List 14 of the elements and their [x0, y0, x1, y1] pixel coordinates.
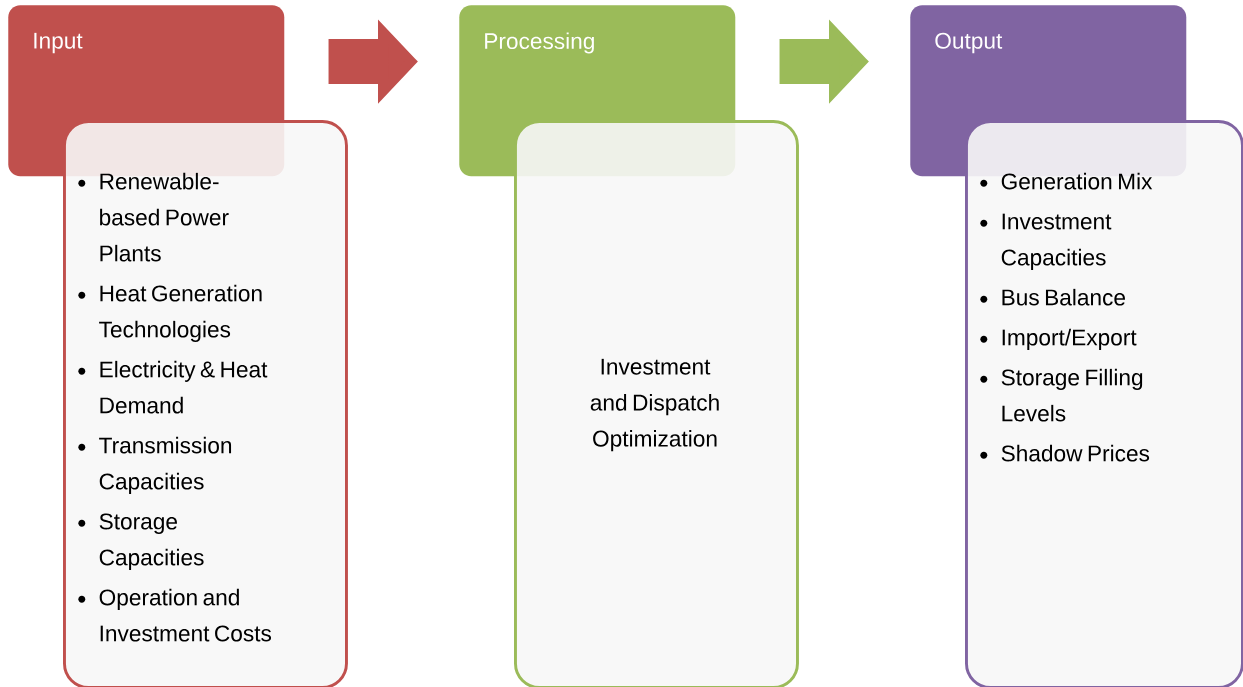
list-item: Shadow Prices — [980, 444, 1150, 462]
list-item: Import/Export — [980, 328, 1137, 350]
list-item: Electricity & Heat Demand — [78, 360, 268, 414]
list-item: Operation and Investment Costs — [78, 588, 272, 642]
list-item: Storage Capacities — [78, 513, 204, 570]
list-item: Heat Generation Technologies — [78, 284, 262, 342]
content-box — [63, 120, 348, 687]
list-item: Bus Balance — [980, 288, 1125, 306]
list-item: Transmission Capacities — [78, 436, 232, 494]
content-box — [965, 120, 1243, 687]
box-text: Investment and Dispatch Optimization — [590, 358, 719, 452]
list-item: Investment Capacities — [980, 213, 1112, 270]
content-box — [514, 120, 799, 687]
list-item: Storage Filling Levels — [980, 368, 1143, 422]
